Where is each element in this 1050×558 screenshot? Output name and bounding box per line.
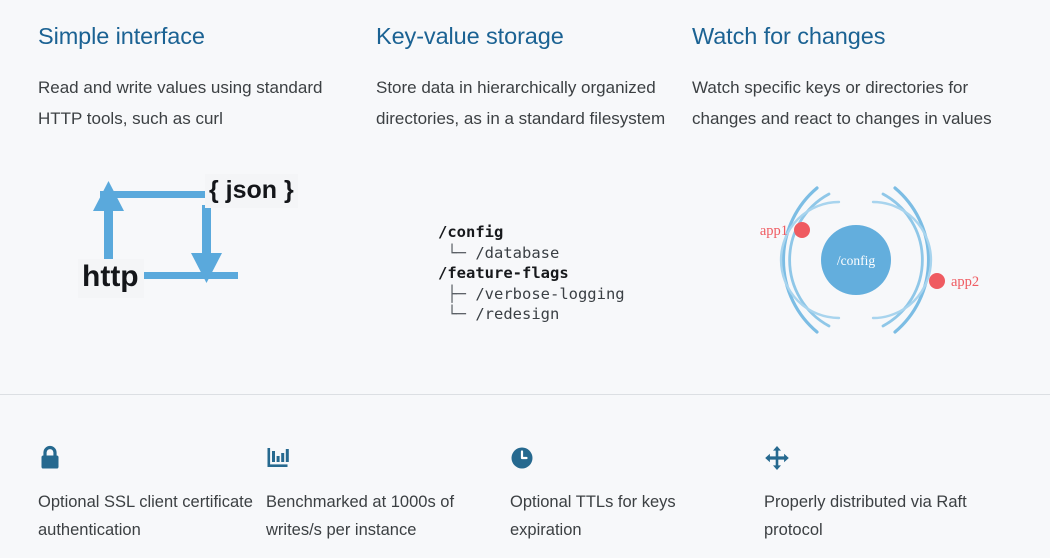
tree-directory-name: /feature-flags xyxy=(438,264,569,283)
arrow-right-line xyxy=(202,205,211,267)
arrow-down-head xyxy=(191,253,222,283)
http-json-cycle-diagram: { json } http xyxy=(0,155,338,335)
radar-arc-outer-right xyxy=(893,186,931,334)
radar-watcher-dot-app2 xyxy=(929,273,945,289)
bullet-text-ttl-expiration: Optional TTLs for keys expiration xyxy=(510,493,676,539)
section-divider xyxy=(0,394,1050,395)
bullet-ttl-expiration: Optional TTLs for keys expiration xyxy=(506,395,764,558)
bullet-text-ssl-client-certificate: Optional SSL client certificate authenti… xyxy=(38,493,253,539)
tree-branch-glyph: └─ xyxy=(438,243,476,262)
feature-columns: Simple interface Read and write values u… xyxy=(0,0,1050,395)
radar-arc-outer-left xyxy=(781,186,819,334)
arrow-bottom-line xyxy=(108,272,238,279)
tree-branch-glyph: ├─ xyxy=(438,284,476,303)
radar-arc-inner-left xyxy=(779,200,841,320)
bullet-raft-distribution: Properly distributed via Raft protocol xyxy=(764,395,1050,558)
tree-key-name: /verbose-logging xyxy=(475,284,625,303)
watch-radar-svg: /config app1 app2 xyxy=(760,186,979,334)
radar-watcher-dot-app1 xyxy=(794,222,810,238)
feature-heading-watch-for-changes: Watch for changes xyxy=(692,23,886,49)
feature-description-key-value-storage: Store data in hierarchically organized d… xyxy=(376,78,666,128)
feature-heading-key-value-storage: Key-value storage xyxy=(376,23,564,49)
tree-row: /config xyxy=(438,222,625,243)
arrow-left-line xyxy=(104,203,113,281)
radar-center-label: /config xyxy=(837,253,875,268)
arrow-up-head xyxy=(93,181,124,211)
radar-arc-middle-left xyxy=(788,192,831,328)
tree-row: └─ /redesign xyxy=(438,304,625,325)
tree-row: └─ /database xyxy=(438,243,625,264)
bullet-benchmark-throughput: Benchmarked at 1000s of writes/s per ins… xyxy=(254,395,506,558)
bullet-text-raft-distribution: Properly distributed via Raft protocol xyxy=(764,493,967,539)
lock-icon xyxy=(38,445,254,471)
bar-chart-icon xyxy=(266,445,506,471)
directory-tree: /config └─ /database/feature-flags ├─ /v… xyxy=(438,222,625,325)
radar-watcher-label-app1: app1 xyxy=(760,223,788,239)
feature-bullets: Optional SSL client certificate authenti… xyxy=(0,395,1050,558)
bullet-ssl-client-certificate: Optional SSL client certificate authenti… xyxy=(0,395,254,558)
move-arrows-icon xyxy=(764,445,1050,471)
radar-watcher-label-app2: app2 xyxy=(951,274,979,290)
clock-icon xyxy=(510,445,764,471)
tree-key-name: /database xyxy=(475,243,560,262)
tree-row: ├─ /verbose-logging xyxy=(438,284,625,305)
feature-column-simple-interface: Simple interface Read and write values u… xyxy=(0,0,338,395)
feature-column-watch-for-changes: Watch for changes Watch specific keys or… xyxy=(676,0,1050,395)
node-label-http: http xyxy=(78,259,144,298)
node-label-json: { json } xyxy=(205,174,298,208)
feature-description-watch-for-changes: Watch specific keys or directories for c… xyxy=(692,78,992,128)
tree-branch-glyph: └─ xyxy=(438,305,476,324)
radar-arc-middle-right xyxy=(881,192,924,328)
http-json-cycle-svg xyxy=(93,181,238,283)
tree-row: /feature-flags xyxy=(438,263,625,284)
arrow-top-line xyxy=(100,191,228,198)
tree-directory-name: /config xyxy=(438,223,504,241)
radar-arc-inner-right xyxy=(871,200,933,320)
radar-center-circle xyxy=(821,225,891,295)
bullet-text-benchmark-throughput: Benchmarked at 1000s of writes/s per ins… xyxy=(266,493,455,539)
feature-description-simple-interface: Read and write values using standard HTT… xyxy=(38,78,323,128)
feature-column-key-value-storage: Key-value storage Store data in hierarch… xyxy=(338,0,676,395)
feature-heading-simple-interface: Simple interface xyxy=(38,23,205,49)
watch-radar-diagram: /config app1 app2 xyxy=(716,160,1036,360)
tree-key-name: /redesign xyxy=(475,305,560,324)
